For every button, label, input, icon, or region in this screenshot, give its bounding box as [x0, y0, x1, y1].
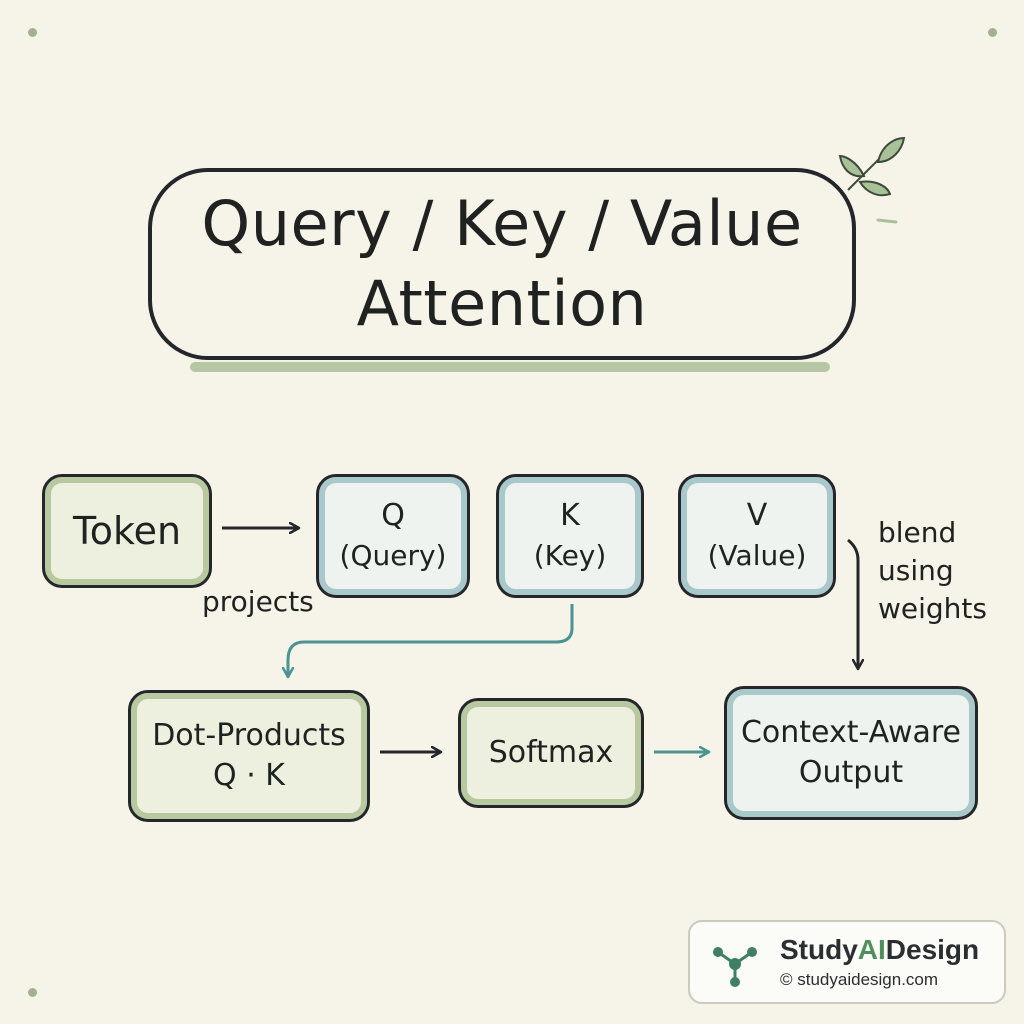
annotation-blend: blend using weights: [878, 514, 987, 628]
node-value-label: (Value): [707, 539, 807, 572]
brand-name-part1: Study: [780, 934, 858, 965]
node-value-symbol: V: [746, 498, 768, 533]
node-token-label: Token: [72, 509, 182, 553]
corner-dot-bottom-left: [28, 988, 37, 997]
node-token: Token: [42, 474, 212, 588]
brand-name: StudyAIDesign: [780, 934, 979, 966]
node-context-output-line1: Context-Aware: [740, 715, 962, 750]
node-query-symbol: Q: [381, 498, 405, 533]
node-dot-products-formula: Q · K: [213, 758, 285, 793]
node-context-output-line2: Output: [798, 755, 904, 790]
brand-name-part2: Design: [885, 934, 980, 965]
title-box: Query / Key / Value Attention: [148, 168, 856, 360]
network-nodes-icon: [713, 947, 757, 987]
node-softmax-label: Softmax: [488, 735, 614, 770]
brand-name-accent: AI: [857, 934, 886, 965]
node-context-output: Context-Aware Output: [724, 686, 978, 820]
node-dot-products-label: Dot-Products: [152, 718, 346, 753]
title-line-2: Attention: [356, 267, 648, 340]
node-key-label: (Key): [533, 539, 607, 572]
node-key-symbol: K: [560, 498, 580, 533]
brand-url[interactable]: © studyaidesign.com: [780, 970, 939, 989]
node-value: V (Value): [678, 474, 836, 598]
brand-badge[interactable]: StudyAIDesign © studyaidesign.com: [688, 920, 1006, 1004]
arrow-v-to-output: [847, 538, 858, 668]
node-query: Q (Query): [316, 474, 470, 598]
title-underline: [190, 362, 830, 372]
node-key: K (Key): [496, 474, 644, 598]
annotation-blend-3: weights: [878, 592, 987, 625]
annotation-projects: projects: [202, 585, 314, 618]
arrow-k-to-dot: [288, 604, 574, 676]
title-line-1: Query / Key / Value: [201, 187, 803, 260]
leaf-sprig-icon: [838, 136, 906, 224]
node-query-label: (Query): [339, 539, 447, 572]
corner-dot-top-left: [28, 28, 37, 37]
node-dot-products: Dot-Products Q · K: [128, 690, 370, 822]
annotation-blend-2: using: [878, 554, 954, 587]
node-softmax: Softmax: [458, 698, 644, 808]
annotation-blend-1: blend: [878, 516, 957, 549]
corner-dot-top-right: [988, 28, 997, 37]
